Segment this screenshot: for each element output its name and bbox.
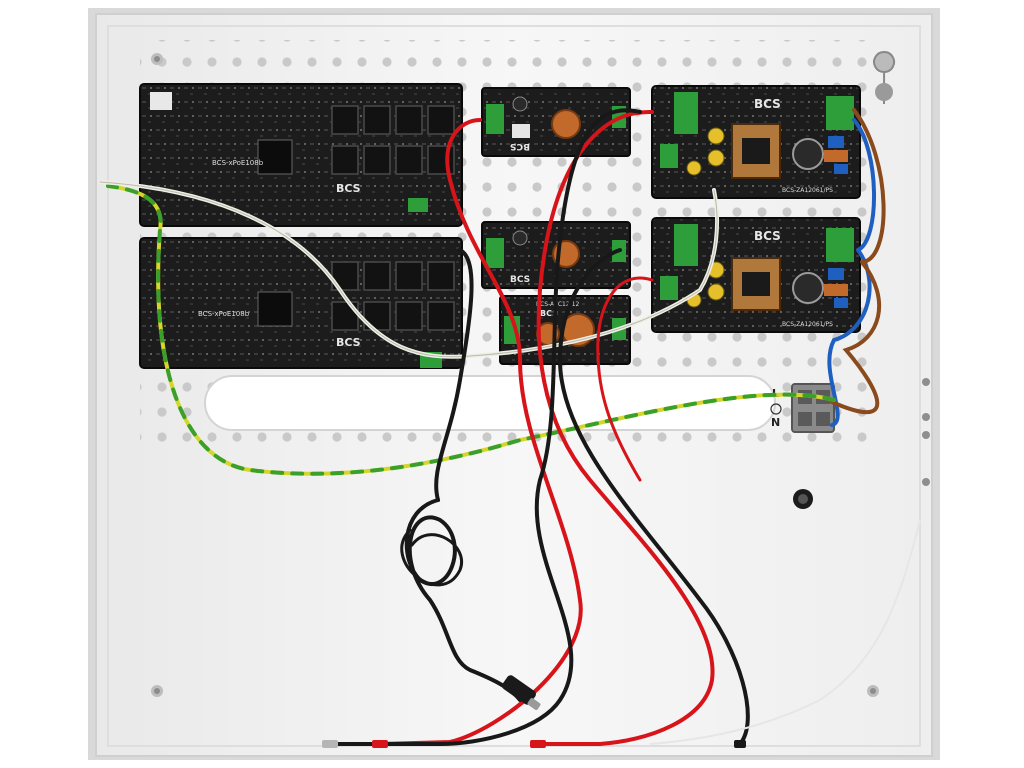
earth-symbol-icon	[770, 403, 782, 415]
psu-lower-brand-label: BCS	[754, 229, 781, 243]
coil-icon	[551, 109, 581, 139]
wire-end-terminals	[322, 740, 746, 748]
red-wire-1	[536, 109, 715, 746]
dc-small-brand-label: BCS	[540, 309, 558, 318]
mounting-holes	[151, 51, 930, 697]
psu-module-upper: BCS BCS-ZA12061/PS	[651, 85, 861, 199]
psu-upper-model-label: BCS-ZA12061/PS	[782, 187, 833, 194]
chip-icon	[257, 291, 293, 327]
dc-converter-board-lower: BCS	[481, 221, 631, 289]
poe-lower-brand-label: BCS	[336, 336, 361, 349]
black-wire-2	[557, 248, 750, 746]
chip-icon	[257, 139, 293, 175]
psu-upper-brand-label: BCS	[754, 97, 781, 111]
poe-upper-model-label: BCS-xPoE108b	[212, 159, 264, 167]
red-wire-2	[378, 118, 583, 746]
psu-module-lower: BCS BCS-ZA12061/PS	[651, 217, 861, 333]
poe-lower-model-label: BCS-xPoE108b	[198, 310, 250, 318]
mains-wire-blue	[827, 118, 877, 427]
dc-converter-board-upper: BCS	[481, 87, 631, 157]
capacitor-icon	[792, 272, 824, 304]
poe-switch-board-upper: BCS-xPoE108b BCS	[139, 83, 463, 227]
dc-coiled-cable	[404, 498, 522, 702]
dc-barrel-plug	[502, 675, 541, 710]
transformer-icon	[731, 123, 781, 179]
black-wire-3	[434, 248, 474, 502]
terminal-neutral-label: N	[771, 416, 780, 429]
rj45-ports-lower	[331, 261, 455, 331]
dc-small-model-label: BCS-AVC12/12	[536, 301, 580, 308]
thin-white-wire	[649, 519, 921, 745]
black-wire-1	[328, 108, 642, 746]
poe-switch-board-lower: BCS-xPoE108b BCS	[139, 237, 463, 369]
capacitor-icon	[792, 138, 824, 170]
psu-lower-model-label: BCS-ZA12061/PS	[782, 321, 833, 328]
wiring	[98, 108, 886, 746]
poe-upper-brand-label: BCS	[336, 182, 361, 195]
dc-lower-brand-label: BCS	[510, 275, 530, 285]
red-wire-3	[596, 276, 654, 482]
dc-upper-brand-label: BCS	[510, 141, 530, 151]
mains-wire-brown	[830, 108, 886, 415]
